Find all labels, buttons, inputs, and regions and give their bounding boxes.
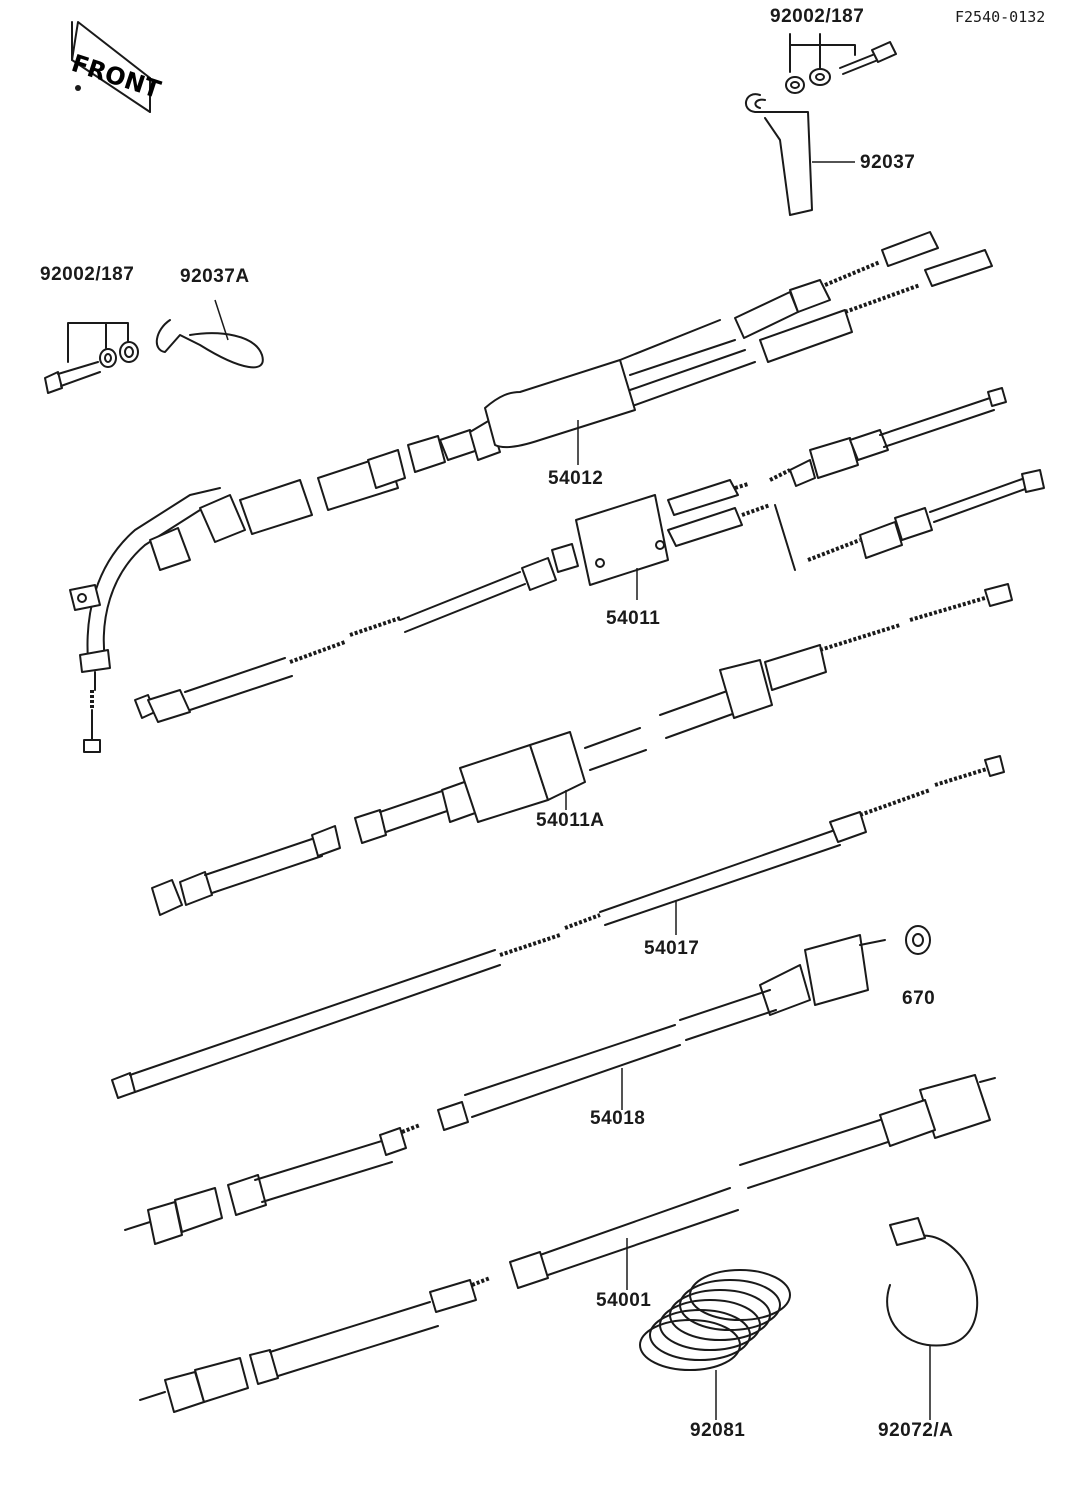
part-label-54017: 54017: [644, 938, 700, 959]
clamp-92037: [745, 93, 855, 216]
part-label-54012: 54012: [548, 468, 604, 489]
cable-54011A: [151, 583, 1013, 916]
part-label-92002-top: 92002/187: [770, 6, 865, 27]
part-label-54001: 54001: [596, 1290, 652, 1311]
spring-92081: [639, 1269, 791, 1420]
cable-speedometer-lower: [139, 1276, 491, 1413]
part-label-92072A: 92072/A: [878, 1420, 954, 1441]
cable-54011: [134, 387, 1045, 723]
band-92072A: [886, 1217, 979, 1420]
part-label-92037A: 92037A: [180, 266, 250, 287]
cable-54018: [437, 934, 886, 1131]
part-label-54011: 54011: [606, 608, 661, 629]
part-label-92081: 92081: [690, 1420, 746, 1441]
washer-670: [905, 925, 931, 955]
part-label-670: 670: [902, 988, 936, 1009]
clip-92037A: [155, 299, 264, 369]
drawing-code: F2540-0132: [955, 8, 1046, 26]
bolt-washers-top: [785, 33, 897, 94]
bolt-washers-left: [44, 322, 139, 394]
cable-speedometer-upper: [124, 1123, 421, 1245]
part-label-92037: 92037: [860, 152, 916, 173]
cable-54012: [69, 231, 993, 753]
part-label-92002-left: 92002/187: [40, 264, 135, 285]
front-indicator-arrow: FRONT: [68, 21, 165, 113]
cable-54001: [509, 1074, 996, 1290]
cable-54017: [111, 755, 1005, 1099]
part-label-54011A: 54011A: [536, 810, 605, 831]
part-label-54018: 54018: [590, 1108, 646, 1129]
